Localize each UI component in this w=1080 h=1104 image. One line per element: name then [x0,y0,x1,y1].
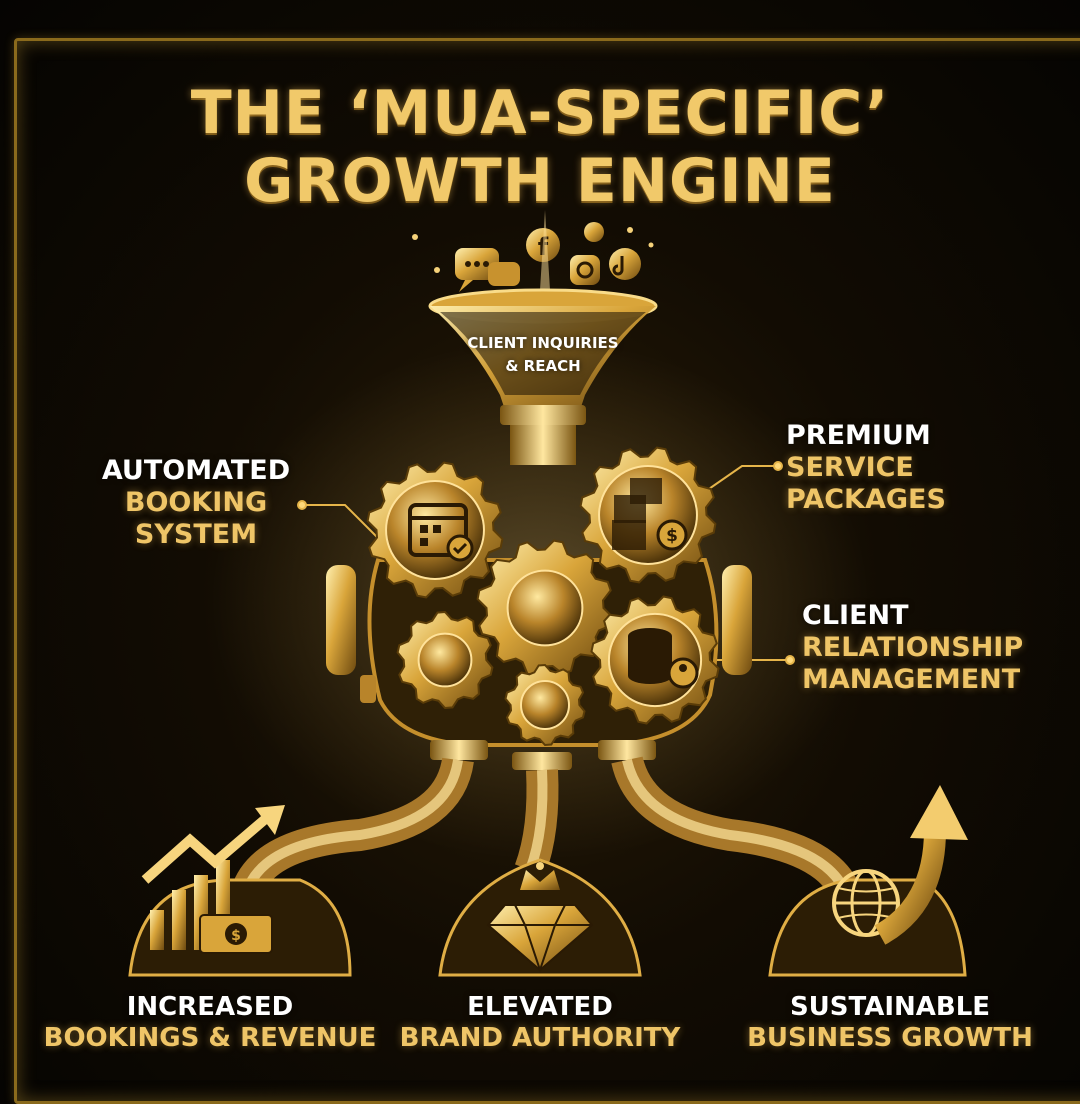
crm-label-line-1: CLIENT [802,600,909,631]
crm-label: CLIENT RELATIONSHIP MANAGEMENT [802,600,1042,696]
phone-icon [584,222,604,242]
packages-label-line-2: SERVICE [786,451,914,483]
gear-center [476,539,614,677]
database-user-icon [628,628,699,689]
svg-text:$: $ [666,526,678,546]
packages-label-line-1: PREMIUM [786,420,931,451]
svg-text:$: $ [231,928,241,944]
revenue-label-line-2: BOOKINGS & REVENUE [43,1022,377,1053]
social-icons: f [412,210,654,292]
chart-up-money-icon: $ [141,805,285,954]
crown-diamond-icon [486,862,594,974]
packages-label-line-3: PACKAGES [786,483,946,515]
booking-label: AUTOMATED BOOKING SYSTEM [96,455,296,551]
funnel-label-line-2: & REACH [505,356,581,375]
title-line-1: THE ‘MUA-SPECIFIC’ [190,78,890,148]
booking-label-line-2: BOOKING [124,486,268,518]
boxes-dollar-icon: $ [612,478,688,551]
funnel-label: CLIENT INQUIRIES & REACH [460,332,626,377]
revenue-label-line-1: INCREASED [126,992,294,1022]
funnel [428,288,658,465]
growth-engine-diagram: f [128,210,968,977]
revenue-label: INCREASED BOOKINGS & REVENUE [30,992,390,1053]
instagram-icon [570,255,600,285]
growth-label-line-2: BUSINESS GROWTH [747,1022,1033,1053]
booking-label-line-3: SYSTEM [134,518,258,550]
tiktok-icon [609,248,641,280]
funnel-label-line-1: CLIENT INQUIRIES [467,334,619,352]
crm-label-line-2: RELATIONSHIP [802,631,1024,663]
gear-bottom [504,663,586,747]
authority-label-line-2: BRAND AUTHORITY [399,1022,681,1053]
growth-label: SUSTAINABLE BUSINESS GROWTH [730,992,1050,1053]
calendar-check-icon [408,503,474,562]
gear-lever [396,610,494,710]
title-line-2: GROWTH ENGINE [244,146,836,216]
chat-bubbles-icon [455,248,520,292]
packages-label: PREMIUM SERVICE PACKAGES [786,420,976,516]
connector-lines [297,461,795,665]
authority-label: ELEVATED BRAND AUTHORITY [380,992,700,1053]
authority-label-line-1: ELEVATED [467,992,613,1022]
crm-label-line-3: MANAGEMENT [802,663,1021,695]
globe-arrow-icon [832,785,968,945]
growth-label-line-1: SUSTAINABLE [789,992,991,1022]
gear-packages [579,446,717,584]
booking-label-line-1: AUTOMATED [101,455,291,486]
